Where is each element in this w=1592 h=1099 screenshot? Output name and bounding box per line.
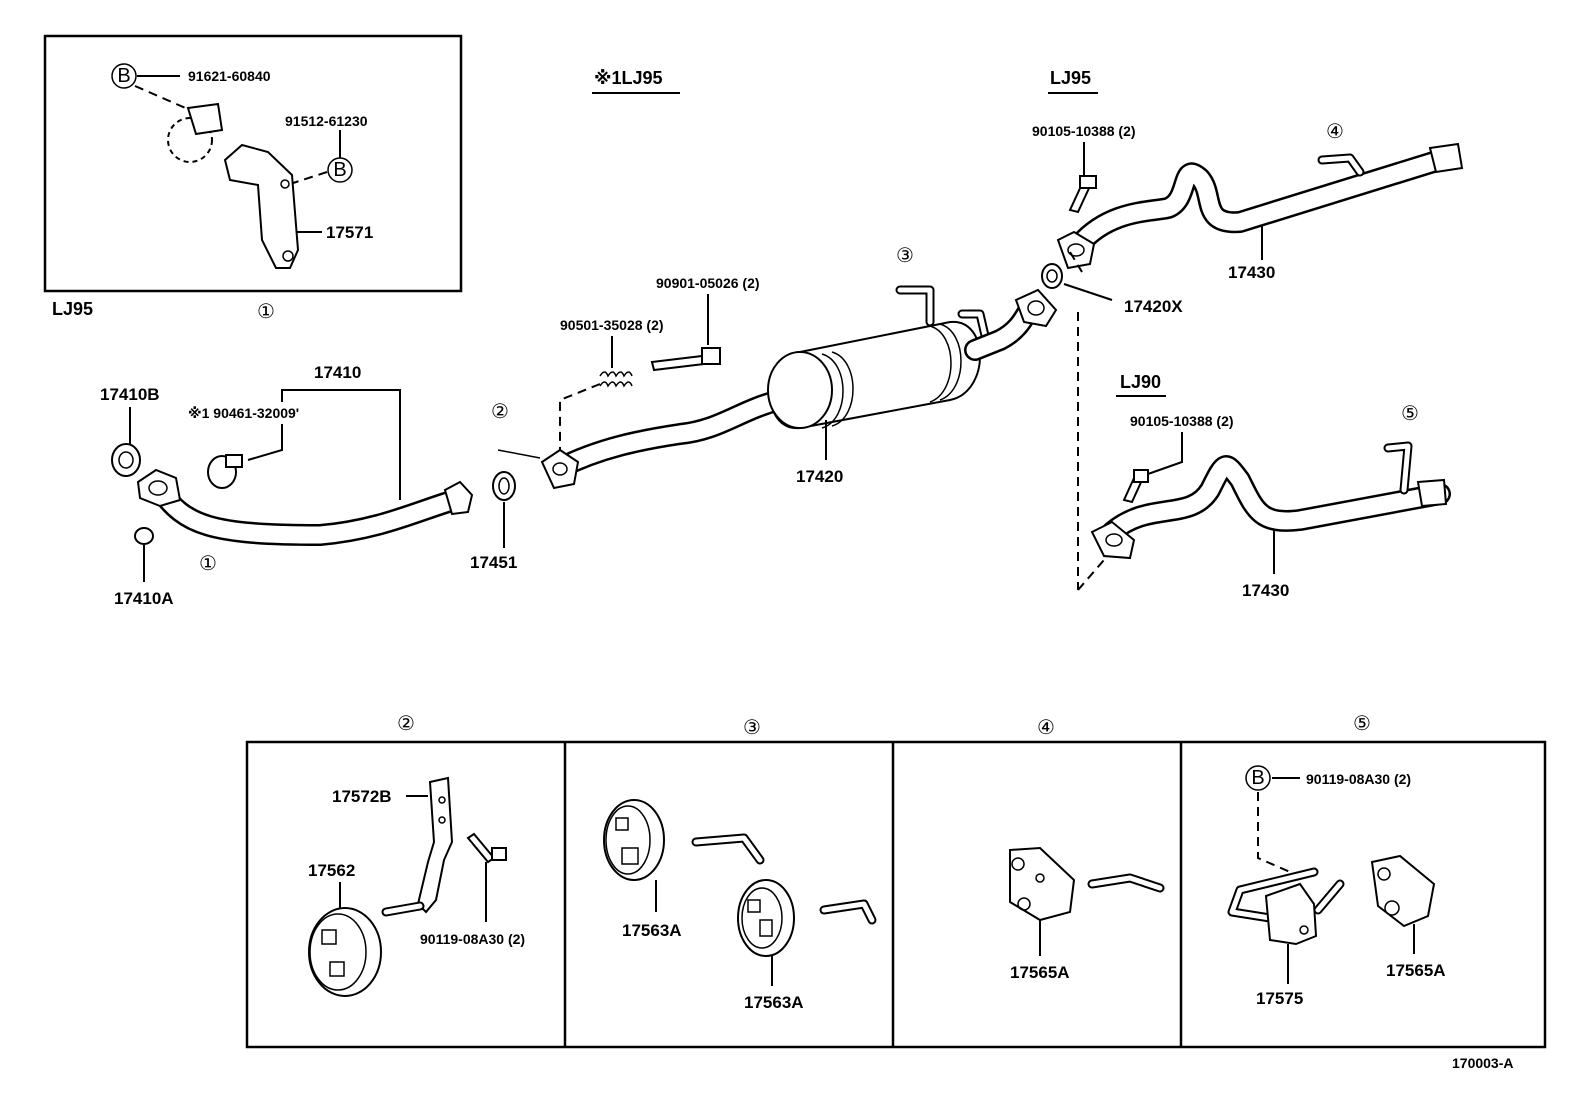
circle-b-marker-top: B [117, 65, 130, 87]
label-17563A-2: 17563A [744, 993, 804, 1012]
muffler-outlet-flange [1014, 288, 1058, 328]
muffler-front-cap [767, 351, 833, 429]
diagram-reference-code: 170003-A [1452, 1055, 1514, 1071]
label-91512-61230: 91512-61230 [285, 113, 368, 129]
leader-90105-b [1147, 432, 1183, 475]
bolt-90901 [650, 354, 706, 372]
label-17430-b: 17430 [1242, 581, 1289, 600]
marker-1-under-inset: ① [257, 301, 275, 323]
bracket-17575 [1264, 882, 1318, 946]
panel-4-title: ④ [1037, 717, 1055, 739]
mount-17563A-1 [603, 799, 665, 881]
tail-pipe-tip-a [1428, 142, 1464, 174]
circle-b-ring-right [327, 157, 353, 183]
panel-3: 17563A 17563A [603, 799, 877, 1012]
hanger-rod-3 [895, 285, 935, 327]
label-17410A: 17410A [114, 589, 174, 608]
label-17420X: 17420X [1124, 297, 1183, 316]
label-90105-10388-b: 90105-10388 (2) [1130, 413, 1234, 429]
circle-b-ring-top [111, 63, 137, 89]
dash-b-to-bracket [289, 171, 328, 185]
mount-17565A-4 [1009, 846, 1076, 922]
gasket-17451 [492, 471, 516, 501]
tail-pipe-tip-b [1416, 478, 1448, 508]
label-90501-35028: 90501-35028 (2) [560, 317, 664, 333]
label-17451: 17451 [470, 553, 517, 572]
tail-pipe-lj95-group: LJ95 90105-10388 (2) ④ 17430 17420X [1032, 68, 1464, 590]
panel-2: 17572B 90119-08A30 (2) 17562 [308, 776, 525, 997]
mount-17563A-2 [737, 879, 795, 957]
bracket-17571 [223, 143, 300, 269]
dash-spring-to-flange [559, 383, 601, 455]
leader-17420X [1063, 283, 1113, 301]
marker-3-muffler: ③ [896, 245, 914, 267]
panel-3-title: ③ [743, 717, 761, 739]
tail-pipe-flange-a [1056, 230, 1096, 270]
gasket-17420X [1041, 263, 1063, 289]
front-flange [136, 468, 182, 508]
label-17572B: 17572B [332, 787, 392, 806]
label-17420: 17420 [796, 467, 843, 486]
label-17410: 17410 [314, 363, 361, 382]
panel-5: B 90119-08A30 (2) 17575 17565A [1227, 765, 1446, 1008]
label-17565A-4: 17565A [1010, 963, 1070, 982]
bracket-hole-top [280, 179, 290, 189]
gasket-17410B [111, 443, 141, 477]
leader-90461 [247, 424, 283, 461]
marker-5-tailpipe: ⑤ [1401, 403, 1419, 425]
inset-frame [43, 34, 463, 293]
circle-b-ring-panel-5 [1245, 765, 1271, 791]
tail-pipe-flange-b [1090, 520, 1136, 560]
marker-2-gasket: ② [491, 401, 509, 423]
dash-b-to-clamp [134, 85, 191, 111]
label-17571: 17571 [326, 223, 373, 242]
bracket-17572B [416, 776, 454, 914]
marker-1-front-pipe: ① [199, 553, 217, 575]
label-lj95-inset: LJ95 [52, 299, 93, 319]
hanger-rod-2 [497, 449, 541, 459]
rear-flange-17410 [443, 480, 474, 516]
panel-2-title: ② [397, 713, 415, 735]
label-90901-05026: 90901-05026 (2) [656, 275, 760, 291]
label-lj95-top: LJ95 [1050, 68, 1091, 88]
label-mark-1-lj95: ※1LJ95 [594, 68, 663, 88]
bracket-hole-bottom [282, 250, 294, 262]
label-17563A-1: 17563A [622, 921, 682, 940]
label-91621-60840: 91621-60840 [188, 68, 271, 84]
muffler-group: ※1LJ95 90901-05026 (2) 90501-35028 (2) ③… [497, 68, 1058, 490]
mount-17565A-5 [1370, 854, 1436, 928]
tail-pipe-lj90-group: LJ90 90105-10388 (2) ⑤ 17430 [1077, 372, 1451, 600]
label-90105-10388-a: 90105-10388 (2) [1032, 123, 1136, 139]
label-17575: 17575 [1256, 989, 1303, 1008]
mount-17562 [308, 907, 382, 997]
detail-panels: ② ③ ④ ⑤ [245, 713, 1547, 1049]
panels-frame [245, 740, 1547, 1049]
label-17430-a: 17430 [1228, 263, 1275, 282]
label-17410B: 17410B [100, 385, 160, 404]
front-pipe-group: 17410 17410B ※1 90461-32009' 17410A ① [100, 363, 474, 608]
label-90461-32009: ※1 90461-32009' [188, 405, 299, 421]
gasket-17451-group: ② 17451 [470, 401, 517, 572]
circle-b-marker-panel-5: B [1251, 767, 1264, 789]
inset-lj95-bracket: B 91621-60840 91512-61230 B 17571 LJ95 ① [43, 34, 463, 323]
leader-17410 [281, 389, 401, 500]
bolt-90119-a [466, 832, 496, 864]
label-lj90: LJ90 [1120, 372, 1161, 392]
spring-90501 [599, 371, 633, 378]
panel-5-title: ⑤ [1353, 713, 1371, 735]
panel-4: 17565A [1009, 846, 1165, 982]
muffler-inlet-flange [540, 448, 580, 490]
nut-17410A [134, 527, 154, 545]
label-90119-08A30-b: 90119-08A30 (2) [1306, 771, 1411, 787]
circle-b-marker-right: B [333, 159, 346, 181]
clamp-block [186, 102, 224, 136]
label-90119-08A30-a: 90119-08A30 (2) [420, 931, 525, 947]
marker-4-tailpipe: ④ [1326, 121, 1344, 143]
label-17562: 17562 [308, 861, 355, 880]
label-17565A-5: 17565A [1386, 961, 1446, 980]
